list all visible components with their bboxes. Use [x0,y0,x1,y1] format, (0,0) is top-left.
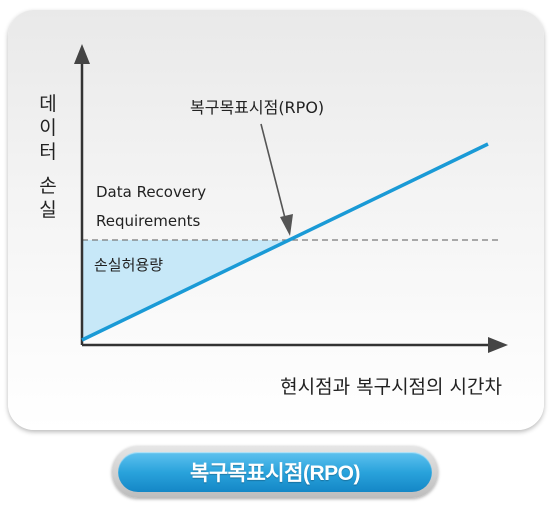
y-axis-label: 데 이 터 손 실 [39,93,56,221]
rpo-callout-arrowhead [280,214,293,236]
rpo-callout-arrow [260,123,287,223]
rpo-callout-label: 복구목표시점(RPO) [190,98,324,117]
x-axis-arrowhead [488,337,508,353]
y-axis-label-char: 이 [39,117,56,139]
tolerance-label: 손실허용량 [94,256,163,274]
requirement-label-line1: Data Recovery [96,183,206,201]
y-axis-label-char: 손 [39,175,56,197]
y-axis-label-char: 실 [39,199,56,221]
diagram-card [8,10,544,430]
y-axis-arrowhead [74,44,90,64]
rpo-button-label: 복구목표시점(RPO) [118,452,432,492]
y-axis-label-char: 터 [39,141,56,163]
x-axis-label: 현시점과 복구시점의 시간차 [280,376,502,398]
requirement-label-line2: Requirements [96,212,200,230]
data-loss-line [81,142,489,342]
rpo-button[interactable]: 복구목표시점(RPO) [112,446,438,498]
y-axis-label-char: 데 [39,93,56,115]
